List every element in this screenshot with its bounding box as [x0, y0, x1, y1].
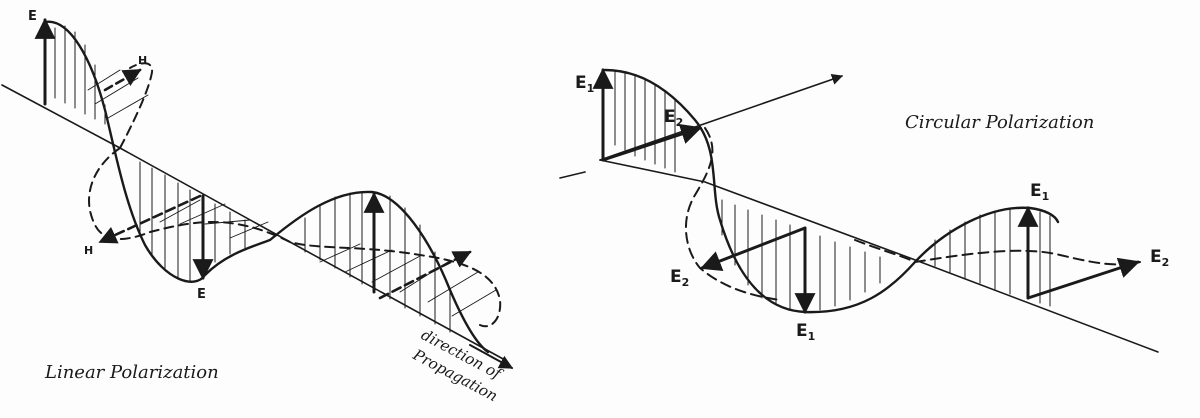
linear-h-vector-top: [103, 68, 142, 92]
linear-polarization-diagram: E E H H direction of Propagation Linear …: [1, 9, 514, 405]
circular-propagation-axis: [559, 159, 1159, 353]
circular-e2-reference-line: [599, 74, 844, 161]
linear-e-label-bottom: E: [197, 287, 206, 302]
linear-e-hatching: [54, 25, 451, 333]
circular-polarization-diagram: E1 E2 E2 E1 E1 E2 Circular Polarization: [559, 67, 1169, 353]
circular-e2-wave: [684, 127, 1141, 301]
circular-e2-vector-mid: [700, 226, 807, 271]
circular-e1-label-bottom: E1: [796, 321, 815, 343]
linear-e-label-top: E: [28, 9, 37, 24]
linear-propagation-axis: [1, 84, 506, 361]
linear-h-vector-left: [98, 194, 202, 244]
circular-e2-vector-right: [1026, 257, 1140, 300]
linear-e-wave: [43, 20, 490, 354]
linear-h-label-left: H: [84, 244, 93, 257]
linear-h-hatching: [87, 69, 497, 317]
linear-polarization-title: Linear Polarization: [44, 362, 219, 383]
circular-e1-label-left: E1: [575, 73, 594, 95]
circular-e2-label-mid: E2: [670, 267, 689, 289]
circular-e1-label-right: E1: [1030, 181, 1049, 203]
circular-e2-label-left: E2: [664, 107, 683, 129]
linear-h-vector-right: [378, 250, 472, 300]
circular-e2-vector-left: [601, 123, 702, 162]
propagation-direction-arrow: [469, 344, 514, 369]
linear-h-wave: [88, 62, 502, 328]
circular-e2-label-right: E2: [1150, 247, 1169, 269]
linear-h-label-top: H: [138, 54, 147, 67]
circular-polarization-title: Circular Polarization: [905, 112, 1094, 133]
